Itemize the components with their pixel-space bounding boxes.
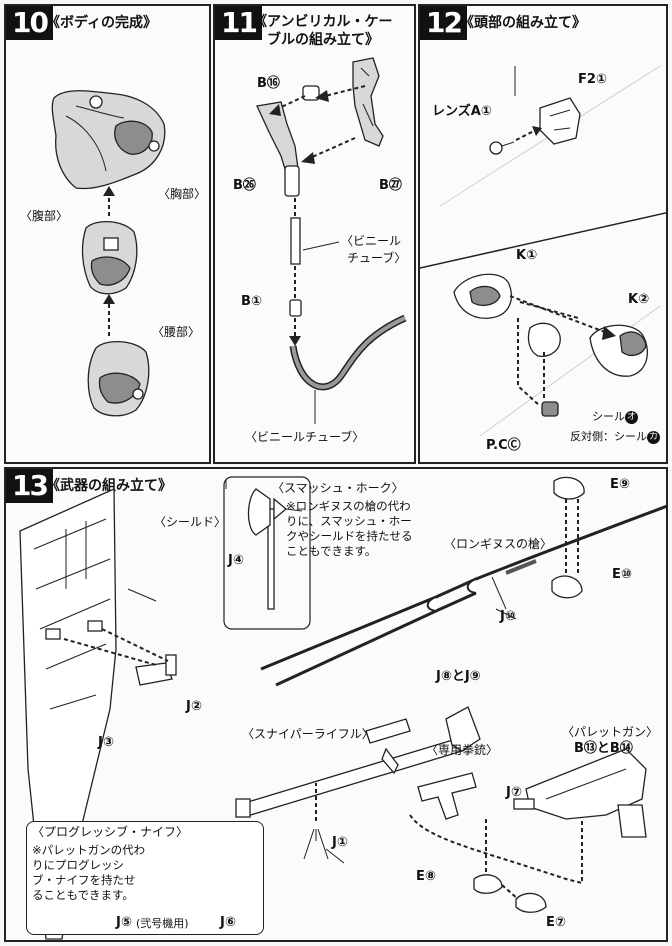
part-e9-label: E⑨ <box>610 477 630 492</box>
step-10-number: 10 <box>6 6 53 40</box>
part-e10-label: E⑩ <box>612 567 632 582</box>
chest-label: 〈胸部〉 <box>158 187 207 201</box>
unit-2-label: (弐号機用) <box>136 917 189 930</box>
step-11-title-line-2: ブルの組み立て》 <box>267 32 379 48</box>
seal-label-text: シール <box>592 410 625 423</box>
step-12-number: 12 <box>420 6 467 40</box>
part-j1-label: J① <box>332 835 348 850</box>
part-b13-b14-label: B⑬とB⑭ <box>574 741 633 756</box>
vinyl-tube-label-line-2: チューブ〉 <box>347 251 407 265</box>
step-13-panel: 13 《武器の組み立て》 <box>4 467 668 942</box>
reverse-seal-label: 反対側：シールカ <box>570 430 660 444</box>
step-13-title: 《武器の組み立て》 <box>46 478 172 494</box>
part-j4-label: J④ <box>228 553 244 568</box>
step-10-panel: 10 《ボディの完成》 〈胸部〉 〈腹部〉 〈腰部〉 <box>4 4 211 464</box>
sniper-rifle-label: 〈スナイパーライフル〉 <box>242 727 374 741</box>
part-j8-j9-label: J⑧とJ⑨ <box>436 669 481 684</box>
seal-ka-badge: カ <box>647 430 660 444</box>
vinyl-tube-bottom-label: 〈ビニールチューブ〉 <box>245 430 365 444</box>
part-e7-label: E⑦ <box>546 915 566 930</box>
part-e8-label: E⑧ <box>416 869 436 884</box>
step-12-illustration <box>420 65 666 437</box>
part-j2-label: J② <box>186 699 202 714</box>
pallet-gun-label: 〈パレットガン〉 <box>562 725 659 739</box>
part-b26-label: B㉖ <box>233 178 256 193</box>
seal-o-badge: オ <box>625 410 638 424</box>
step-11-number: 11 <box>215 6 262 40</box>
step-10-illustration <box>51 90 166 417</box>
vinyl-tube-label-line-1: 〈ビニール <box>341 234 402 248</box>
part-k2-label: K② <box>628 292 650 307</box>
lens-a-label: レンズA① <box>432 104 492 119</box>
part-k1-label: K① <box>516 248 538 263</box>
longinus-label: 〈ロンギヌスの槍〉 <box>444 537 553 551</box>
step-12-title: 《頭部の組み立て》 <box>460 15 586 31</box>
shield-label: 〈シールド〉 <box>154 515 227 529</box>
step-11-title-line-1: 《アンビリカル・ケー <box>253 14 393 30</box>
abdomen-label: 〈腹部〉 <box>20 209 69 223</box>
step-10-title: 《ボディの完成》 <box>46 15 158 31</box>
waist-label: 〈腰部〉 <box>152 325 201 339</box>
step-12-panel: 12 《頭部の組み立て》 <box>418 4 668 464</box>
part-j10-label: J⑩ <box>500 609 516 624</box>
knife-note-box <box>26 821 264 935</box>
part-f2-label: F2① <box>578 72 607 87</box>
part-j7-label: J⑦ <box>506 785 522 800</box>
knife-label: 〈プログレッシブ・ナイフ〉 <box>32 825 189 839</box>
part-pc-label: P.CⒸ <box>486 438 521 453</box>
chest-part <box>51 90 166 190</box>
part-j6-label: J⑥ <box>220 915 236 930</box>
step-11-illustration <box>256 57 407 424</box>
smash-hawk-label: 〈スマッシュ・ホーク〉 <box>272 481 404 495</box>
reverse-seal-text: 反対側：シール <box>570 430 647 443</box>
step-13-number: 13 <box>6 469 53 503</box>
part-b16-label: B⑯ <box>257 76 280 91</box>
part-j3-label: J③ <box>98 735 114 750</box>
knife-note: ※パレットガンの代わりにプログレッシブ・ナイフを持たせることもできます。 <box>32 843 146 902</box>
step-11-panel: 11 《アンビリカル・ケー ブルの組み立て》 <box>213 4 416 464</box>
part-b1-label: B① <box>241 294 262 309</box>
part-b27-label: B㉗ <box>379 178 402 193</box>
pistol-label: 〈専用拳銃〉 <box>426 743 499 757</box>
smash-hawk-note: ※ロンギヌスの槍の代わりに、スマッシュ・ホークやシールドを持たせることもできます… <box>286 499 413 558</box>
part-j5-label: J⑤ <box>116 915 132 930</box>
seal-label: シールオ <box>592 410 638 424</box>
